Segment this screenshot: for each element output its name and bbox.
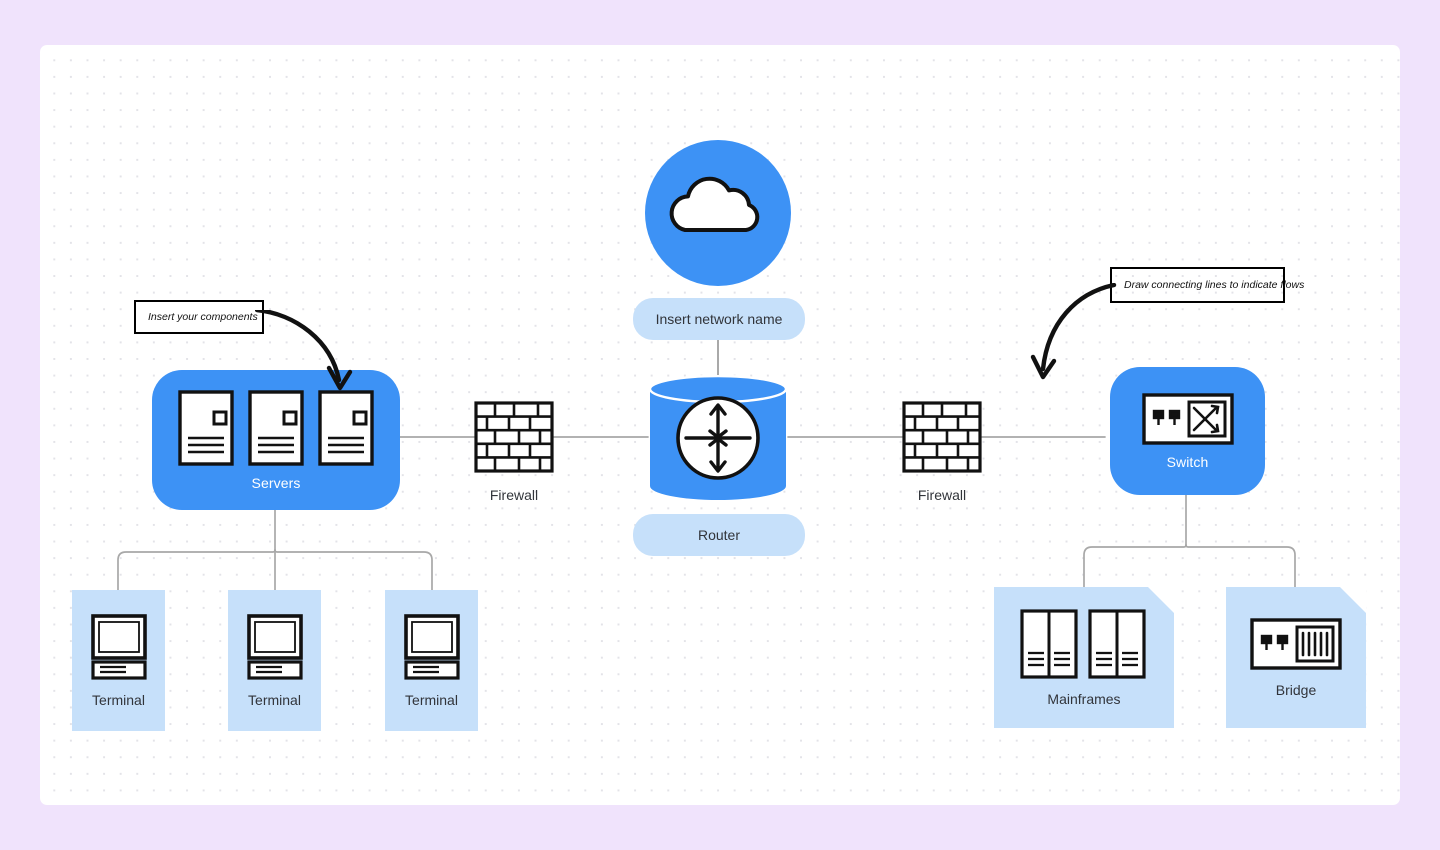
edge-switch-branch-left	[1083, 544, 1187, 588]
node-cloud[interactable]	[645, 140, 791, 286]
firewall-brick-icon	[902, 401, 982, 473]
node-terminal-3[interactable]: Terminal	[385, 590, 478, 731]
folded-corner	[1148, 587, 1174, 613]
terminal-icon	[90, 613, 147, 680]
node-cloud-label-pill[interactable]: Insert network name	[633, 298, 805, 340]
annotation-components[interactable]: Insert your components	[134, 300, 264, 334]
node-terminal-2[interactable]: Terminal	[228, 590, 321, 731]
folded-corner	[1340, 587, 1366, 613]
edge-servers-branch-right	[274, 549, 433, 591]
annotation-flows-arrow	[1030, 283, 1117, 380]
node-firewall-left-label-wrap: Firewall	[474, 487, 554, 503]
servers-icon	[178, 389, 374, 466]
node-servers-label: Servers	[251, 474, 301, 491]
node-switch-label: Switch	[1166, 453, 1209, 470]
node-servers[interactable]: Servers	[152, 370, 400, 510]
terminal-icon	[246, 613, 303, 680]
router-icon	[676, 396, 760, 480]
edge-switch-branch-right	[1185, 544, 1296, 588]
cloud-icon	[669, 176, 760, 232]
switch-ports	[1152, 409, 1180, 425]
node-router-label: Router	[697, 527, 741, 543]
node-bridge-label: Bridge	[1275, 681, 1317, 698]
node-switch[interactable]: Switch	[1110, 367, 1265, 495]
node-mainframes-label: Mainframes	[1047, 690, 1121, 707]
annotation-flows-text: Draw connecting lines to indicate flows	[1124, 279, 1305, 291]
firewall-brick-icon	[474, 401, 554, 473]
switch-icon	[1141, 392, 1234, 445]
node-router[interactable]	[648, 374, 788, 500]
terminal-icon	[403, 613, 460, 680]
annotation-components-text: Insert your components	[148, 311, 258, 323]
node-terminal-3-label: Terminal	[405, 691, 458, 708]
node-firewall-left-label: Firewall	[489, 487, 539, 503]
node-terminal-1[interactable]: Terminal	[72, 590, 165, 731]
node-firewall-right[interactable]	[902, 401, 982, 473]
node-firewall-right-label: Firewall	[917, 487, 967, 503]
node-firewall-right-label-wrap: Firewall	[902, 487, 982, 503]
bridge-ports	[1260, 634, 1289, 650]
annotation-components-arrow	[255, 310, 353, 391]
mainframes-icon	[1020, 608, 1146, 679]
node-cloud-label: Insert network name	[655, 311, 783, 327]
node-router-label-pill[interactable]: Router	[633, 514, 805, 556]
node-firewall-left[interactable]	[474, 401, 554, 473]
diagram-canvas[interactable]: Insert network name	[40, 45, 1400, 805]
node-terminal-2-label: Terminal	[248, 691, 301, 708]
node-mainframes[interactable]: Mainframes	[994, 587, 1174, 728]
node-terminal-1-label: Terminal	[92, 691, 145, 708]
edge-servers-branch-left	[117, 549, 276, 591]
annotation-flows[interactable]: Draw connecting lines to indicate flows	[1110, 267, 1304, 303]
bridge-icon	[1250, 617, 1342, 670]
node-bridge[interactable]: Bridge	[1226, 587, 1366, 728]
